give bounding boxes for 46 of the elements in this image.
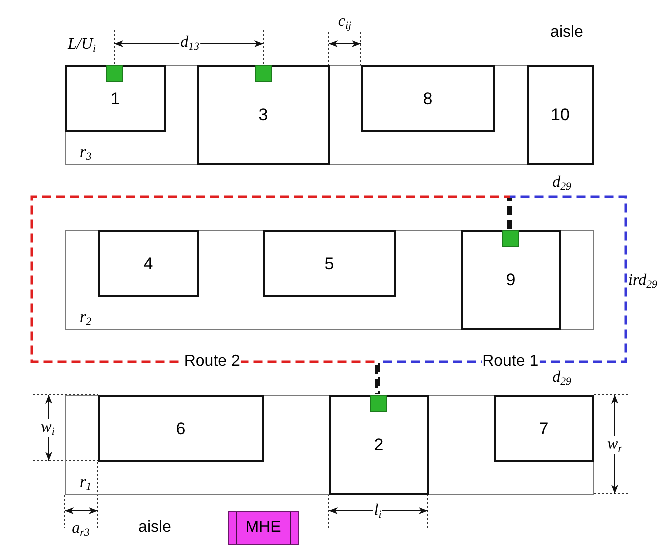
department-number: 4: [144, 255, 154, 272]
route-line: [378, 196, 628, 394]
storage-row: [65, 230, 594, 330]
department-box: [98, 395, 264, 462]
department-box: [65, 65, 166, 132]
square-marker-icon: [502, 230, 518, 246]
department-number: 2: [374, 436, 384, 454]
department-box: [197, 65, 330, 165]
distance-label: d$_{29}$: [552, 369, 572, 387]
mhe-label: MHE: [246, 520, 282, 536]
row-label: r$_{2}$: [80, 310, 92, 326]
square-marker-icon: [106, 64, 122, 82]
storage-row: [65, 395, 594, 495]
dimension-label: l$_{i}$: [373, 502, 383, 520]
dimension-label: w$_{r}$: [606, 436, 624, 454]
dimension-label: d$_{13}$: [180, 34, 200, 52]
square-marker-icon: [254, 64, 272, 82]
department-number: 5: [324, 255, 334, 272]
department-number: 3: [258, 106, 268, 124]
row-label: r$_{3}$: [80, 145, 92, 161]
mhe-block: [228, 511, 299, 545]
department-number: 6: [176, 420, 186, 437]
department-box: [329, 395, 429, 495]
department-box: [527, 65, 594, 165]
dimension-label: w$_{i}$: [40, 419, 56, 437]
department-number: 8: [423, 90, 433, 107]
aisle-label: aisle: [138, 519, 172, 537]
point-label: L/U$_{i}$: [67, 36, 97, 54]
department-number: 10: [551, 106, 570, 124]
department-number: 7: [539, 420, 549, 437]
distance-label: d$_{29}$: [552, 174, 572, 192]
department-number: 1: [110, 90, 120, 107]
dimension-label: a$_{r3}$: [71, 520, 91, 538]
department-box: [263, 230, 396, 297]
department-box: [361, 65, 495, 132]
distance-label: ird$_{29}$: [628, 272, 658, 290]
department-box: [98, 230, 199, 297]
aisle-label: aisle: [550, 24, 584, 42]
department-box: [494, 395, 594, 462]
storage-row: [65, 65, 594, 165]
row-label: r$_{1}$: [80, 475, 92, 491]
square-marker-icon: [370, 394, 386, 412]
department-number: 9: [506, 272, 516, 288]
department-box: [461, 230, 561, 330]
route-line: [30, 196, 510, 394]
dimension-label: c$_{ij}$: [337, 13, 353, 31]
